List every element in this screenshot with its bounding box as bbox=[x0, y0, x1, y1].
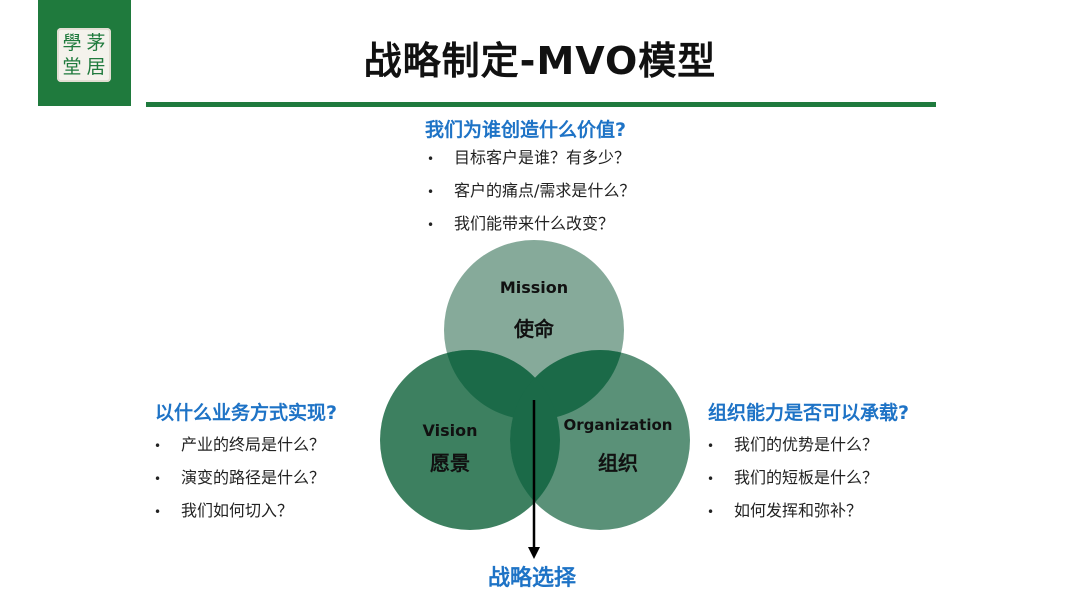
seal-char: 居 bbox=[86, 56, 106, 78]
seal-logo: 學 茅 堂 居 bbox=[57, 28, 111, 82]
list-item-text: 客户的痛点/需求是什么？ bbox=[454, 181, 636, 200]
page-title: 战略制定-MVO模型 bbox=[363, 39, 717, 83]
list-item-text: 我们的短板是什么？ bbox=[734, 468, 879, 487]
top-question-list: • 目标客户是谁？有多少？ • 客户的痛点/需求是什么？ • 我们能带来什么改变？ bbox=[425, 147, 635, 246]
seal-char: 堂 bbox=[62, 56, 82, 78]
bullet: • bbox=[427, 185, 435, 199]
bullet: • bbox=[707, 505, 715, 519]
mission-vision-overlap bbox=[444, 350, 560, 420]
bullet: • bbox=[427, 152, 435, 166]
list-item-text: 演变的路径是什么？ bbox=[181, 468, 326, 487]
list-item: • 如何发挥和弥补？ bbox=[705, 500, 878, 533]
left-question: 以什么业务方式实现? bbox=[155, 402, 338, 424]
organization-label-zh: 组织 bbox=[598, 451, 638, 475]
top-question: 我们为谁创造什么价值? bbox=[425, 119, 627, 141]
logo-panel: 學 茅 堂 居 bbox=[38, 0, 131, 106]
bullet: • bbox=[707, 472, 715, 486]
strategic-choice-label: 战略选择 bbox=[487, 566, 576, 591]
bullet: • bbox=[154, 439, 162, 453]
right-question-list: • 我们的优势是什么？ • 我们的短板是什么？ • 如何发挥和弥补？ bbox=[705, 434, 878, 533]
bullet: • bbox=[707, 439, 715, 453]
list-item: • 演变的路径是什么？ bbox=[152, 467, 325, 500]
mission-organization-overlap bbox=[510, 350, 624, 420]
mission-label-zh: 使命 bbox=[513, 317, 555, 341]
vision-label-zh: 愿景 bbox=[430, 451, 470, 475]
list-item: • 我们的优势是什么？ bbox=[705, 434, 878, 467]
list-item: • 我们能带来什么改变？ bbox=[425, 213, 635, 246]
list-item: • 客户的痛点/需求是什么？ bbox=[425, 180, 635, 213]
organization-label-en: Organization bbox=[564, 416, 673, 434]
right-question: 组织能力是否可以承载? bbox=[708, 402, 910, 424]
title-underline bbox=[146, 102, 936, 107]
seal-char: 茅 bbox=[86, 32, 106, 54]
list-item: • 目标客户是谁？有多少？ bbox=[425, 147, 635, 180]
list-item: • 产业的终局是什么？ bbox=[152, 434, 325, 467]
list-item-text: 我们的优势是什么？ bbox=[734, 435, 879, 454]
list-item-text: 我们能带来什么改变？ bbox=[454, 214, 615, 233]
mission-label-en: Mission bbox=[500, 278, 568, 297]
bullet: • bbox=[154, 472, 162, 486]
list-item-text: 目标客户是谁？有多少？ bbox=[454, 148, 631, 167]
bullet: • bbox=[154, 505, 162, 519]
bullet: • bbox=[427, 218, 435, 232]
list-item: • 我们的短板是什么？ bbox=[705, 467, 878, 500]
list-item-text: 如何发挥和弥补？ bbox=[734, 501, 863, 520]
vision-label-en: Vision bbox=[423, 421, 478, 440]
list-item-text: 我们如何切入？ bbox=[181, 501, 294, 520]
left-question-list: • 产业的终局是什么？ • 演变的路径是什么？ • 我们如何切入？ bbox=[152, 434, 325, 533]
list-item-text: 产业的终局是什么？ bbox=[181, 435, 326, 454]
list-item: • 我们如何切入？ bbox=[152, 500, 325, 533]
seal-char: 學 bbox=[62, 32, 82, 54]
